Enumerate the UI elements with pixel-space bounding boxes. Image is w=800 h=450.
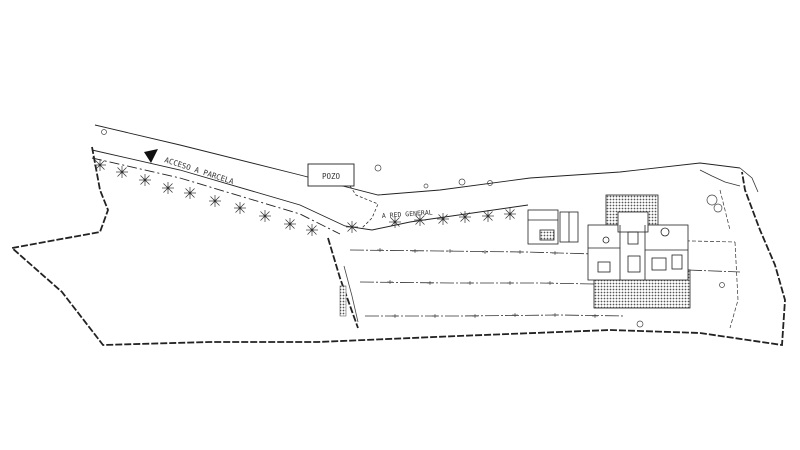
row-of-trees (93, 158, 517, 237)
curved-path-edge (739, 167, 759, 193)
annex-blocks (527, 209, 579, 245)
well-pipe (349, 185, 379, 229)
plot-boundary (10, 146, 786, 347)
strip-hatch (339, 285, 347, 317)
strip-divider (343, 265, 359, 323)
curved-path (699, 169, 741, 187)
network-label: A RED GENERAL (382, 208, 433, 220)
access-arrow-icon (144, 149, 158, 163)
landscape-objects (101, 129, 725, 328)
well-building (307, 163, 355, 187)
access-road (91, 124, 741, 235)
well-label: POZO (322, 172, 341, 181)
irrigation-rows (349, 249, 741, 317)
house (587, 194, 691, 309)
access-label: ACCESO A PARCELA (163, 155, 235, 186)
